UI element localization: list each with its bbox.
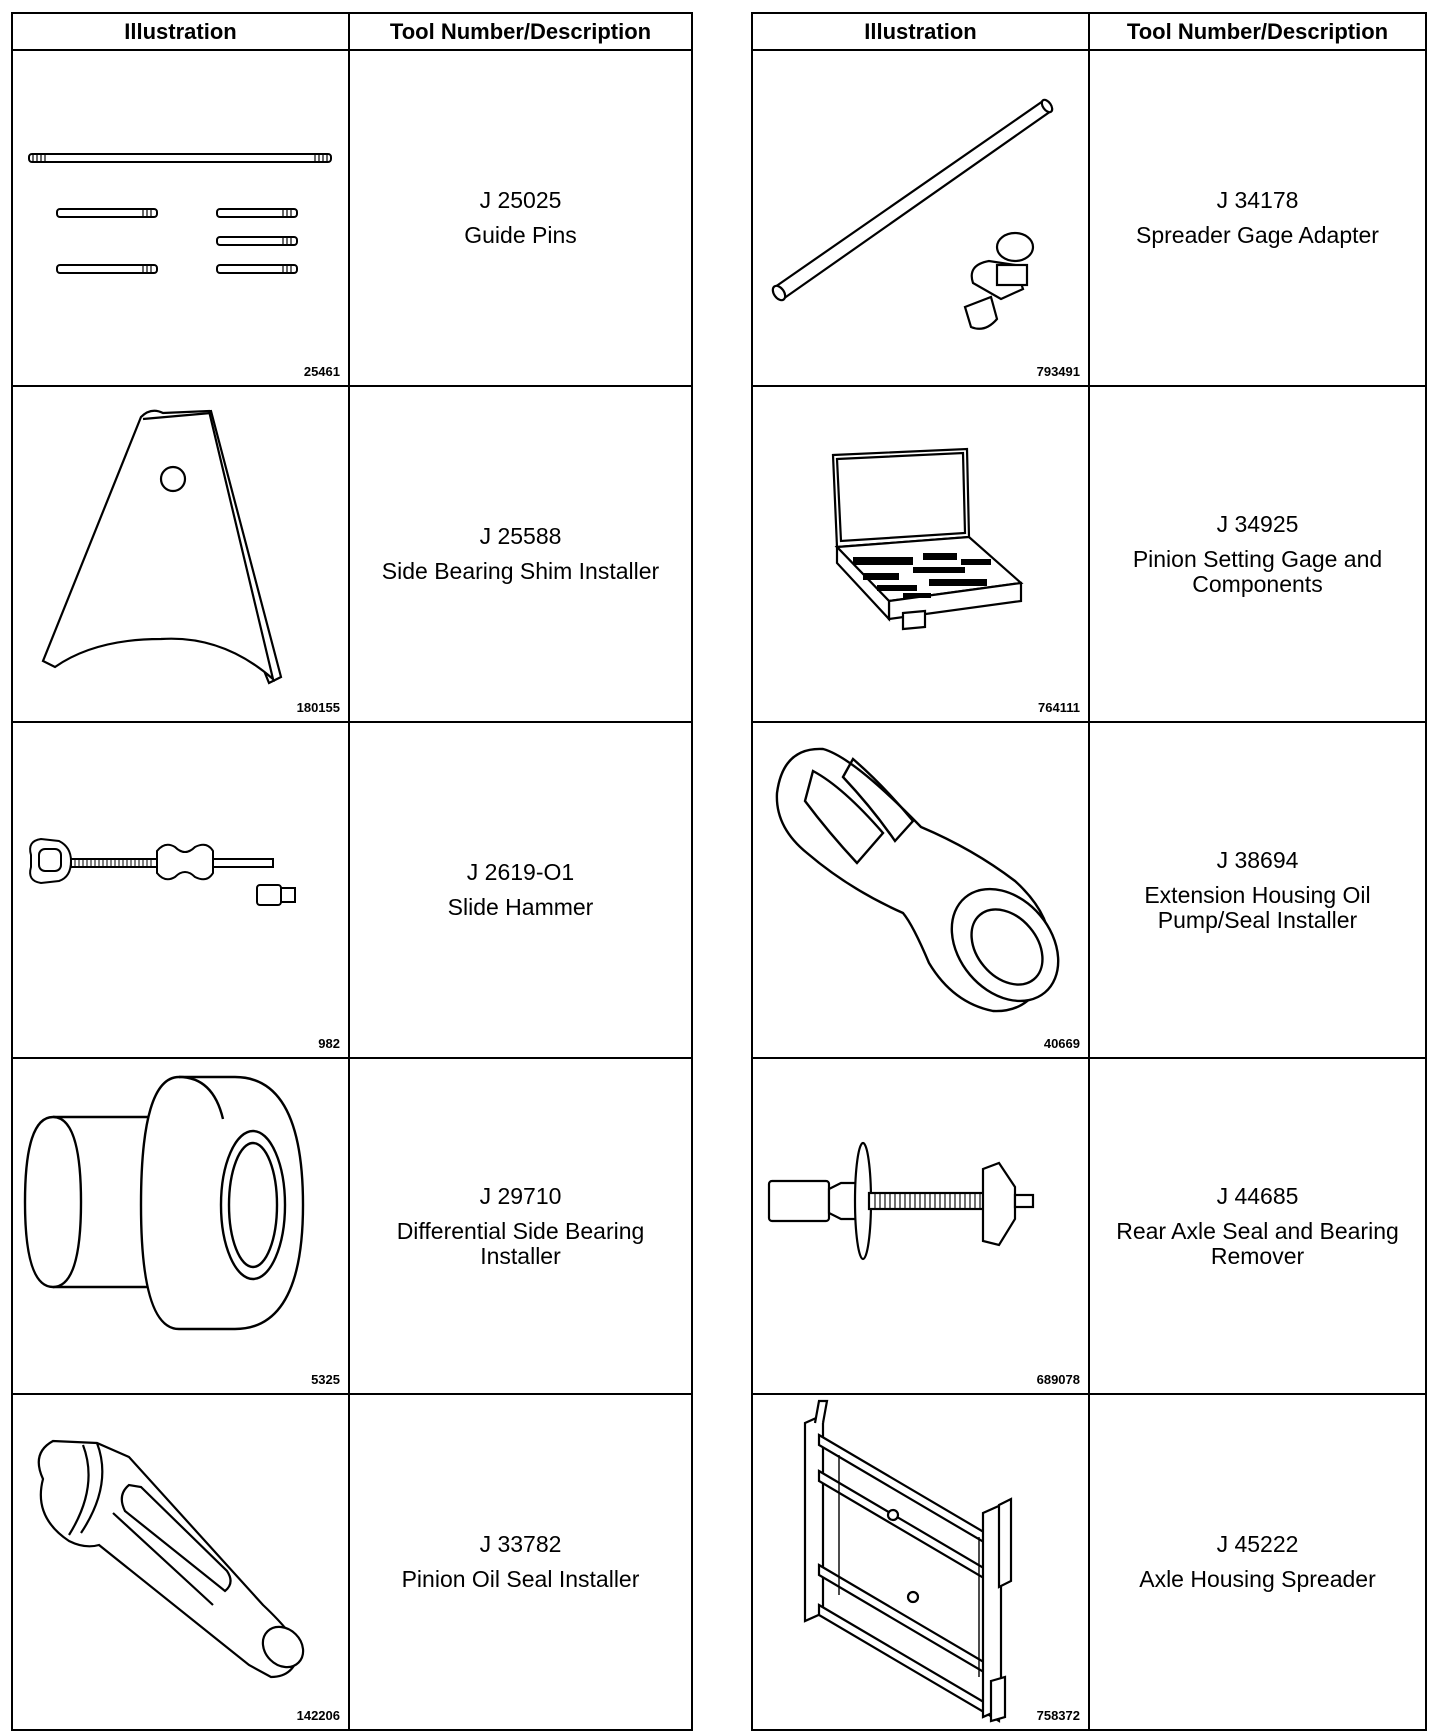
- spreader-gage-adapter-illustration: [771, 98, 1054, 330]
- figure-number: 982: [318, 1036, 340, 1051]
- tool-description: Guide Pins: [464, 222, 577, 248]
- gage-kit-case-illustration: [831, 447, 1024, 631]
- tool-description-cell: J 2619-O1 Slide Hammer: [350, 723, 691, 1057]
- table-row: 142206 J 33782 Pinion Oil Seal Installer: [13, 1395, 691, 1729]
- figure-number: 764111: [1038, 700, 1080, 715]
- tool-table-right: Illustration Tool Number/Description 793…: [751, 12, 1427, 1731]
- tool-description-cell: J 44685 Rear Axle Seal and Bearing Remov…: [1090, 1059, 1425, 1393]
- table-row: 793491 J 34178 Spreader Gage Adapter: [753, 51, 1425, 387]
- table-row: 180155 J 25588 Side Bearing Shim Install…: [13, 387, 691, 723]
- figure-number: 142206: [296, 1708, 340, 1723]
- tool-description: Pump/Seal Installer: [1157, 906, 1358, 933]
- tool-description: Spreader Gage Adapter: [1136, 222, 1379, 248]
- guide-pins-illustration: [28, 153, 332, 274]
- illustration-cell: 764111: [753, 387, 1090, 721]
- tool-number: J 34178: [1216, 187, 1299, 213]
- illustration-cell: 758372: [753, 1395, 1090, 1729]
- tool-description: Remover: [1210, 1242, 1305, 1269]
- tool-description-cell: J 34178 Spreader Gage Adapter: [1090, 51, 1425, 385]
- table-header: Illustration Tool Number/Description: [13, 14, 691, 51]
- tool-description-cell: J 29710 Differential Side Bearing Instal…: [350, 1059, 691, 1393]
- tool-number: J 25025: [479, 187, 562, 213]
- tool-description-cell: J 25025 Guide Pins: [350, 51, 691, 385]
- illustration-cell: 982: [13, 723, 350, 1057]
- axle-spreader-illustration: [803, 1399, 1013, 1723]
- tool-number: J 45222: [1216, 1531, 1299, 1557]
- tool-description: Differential Side Bearing: [396, 1217, 645, 1244]
- tool-description: Components: [1192, 570, 1323, 597]
- header-tool-number: Tool Number/Description: [1126, 18, 1389, 44]
- figure-number: 25461: [303, 364, 340, 379]
- figure-number: 689078: [1036, 1372, 1080, 1387]
- tool-number: J 34925: [1216, 510, 1299, 537]
- illustration-cell: 40669: [753, 723, 1090, 1057]
- tool-description: Axle Housing Spreader: [1139, 1566, 1376, 1592]
- tool-number: J 38694: [1216, 846, 1299, 873]
- figure-number: 793491: [1036, 364, 1080, 379]
- table-row: 25461 J 25025 Guide Pins: [13, 51, 691, 387]
- table-row: 982 J 2619-O1 Slide Hammer: [13, 723, 691, 1059]
- bearing-installer-illustration: [23, 1075, 305, 1331]
- slide-hammer-illustration: [29, 837, 296, 906]
- tool-number: J 44685: [1216, 1182, 1299, 1209]
- tool-description: Rear Axle Seal and Bearing: [1116, 1217, 1399, 1244]
- figure-number: 758372: [1036, 1708, 1080, 1723]
- tool-description-cell: J 33782 Pinion Oil Seal Installer: [350, 1395, 691, 1729]
- table-header: Illustration Tool Number/Description: [753, 14, 1425, 51]
- tool-number: J 25588: [479, 523, 562, 549]
- tool-description: Pinion Setting Gage and: [1132, 545, 1383, 572]
- illustration-cell: 689078: [753, 1059, 1090, 1393]
- figure-number: 5325: [311, 1372, 340, 1387]
- tool-description-cell: J 38694 Extension Housing Oil Pump/Seal …: [1090, 723, 1425, 1057]
- tool-description: Extension Housing Oil: [1144, 881, 1371, 908]
- illustration-cell: 142206: [13, 1395, 350, 1729]
- header-tool-number: Tool Number/Description: [389, 18, 652, 44]
- table-row: 5325 J 29710 Differential Side Bearing I…: [13, 1059, 691, 1395]
- tool-description: Installer: [480, 1242, 561, 1269]
- tool-number: J 29710: [479, 1182, 562, 1209]
- figure-number: 180155: [296, 700, 340, 715]
- seal-bearing-remover-illustration: [767, 1141, 1035, 1261]
- header-illustration: Illustration: [13, 14, 350, 49]
- table-row: 758372 J 45222 Axle Housing Spreader: [753, 1395, 1425, 1729]
- tool-description-cell: J 34925 Pinion Setting Gage and Componen…: [1090, 387, 1425, 721]
- tool-description: Pinion Oil Seal Installer: [401, 1566, 640, 1592]
- pump-seal-installer-illustration: [775, 747, 1060, 1013]
- illustration-cell: 180155: [13, 387, 350, 721]
- table-row: 40669 J 38694 Extension Housing Oil Pump…: [753, 723, 1425, 1059]
- tool-number: J 2619-O1: [466, 859, 575, 885]
- figure-number: 40669: [1043, 1036, 1080, 1051]
- tool-description-cell: J 25588 Side Bearing Shim Installer: [350, 387, 691, 721]
- table-row: 764111 J 34925 Pinion Setting Gage and C…: [753, 387, 1425, 723]
- tool-description-cell: J 45222 Axle Housing Spreader: [1090, 1395, 1425, 1729]
- illustration-cell: 793491: [753, 51, 1090, 385]
- tool-description: Slide Hammer: [447, 894, 594, 920]
- shim-installer-illustration: [41, 409, 283, 685]
- tool-number: J 33782: [479, 1531, 562, 1557]
- illustration-cell: 5325: [13, 1059, 350, 1393]
- seal-installer-illustration: [37, 1439, 305, 1679]
- table-row: 689078 J 44685 Rear Axle Seal and Bearin…: [753, 1059, 1425, 1395]
- header-illustration: Illustration: [753, 14, 1090, 49]
- tool-description: Side Bearing Shim Installer: [381, 558, 660, 584]
- illustration-cell: 25461: [13, 51, 350, 385]
- tool-table-left: Illustration Tool Number/Description: [11, 12, 693, 1731]
